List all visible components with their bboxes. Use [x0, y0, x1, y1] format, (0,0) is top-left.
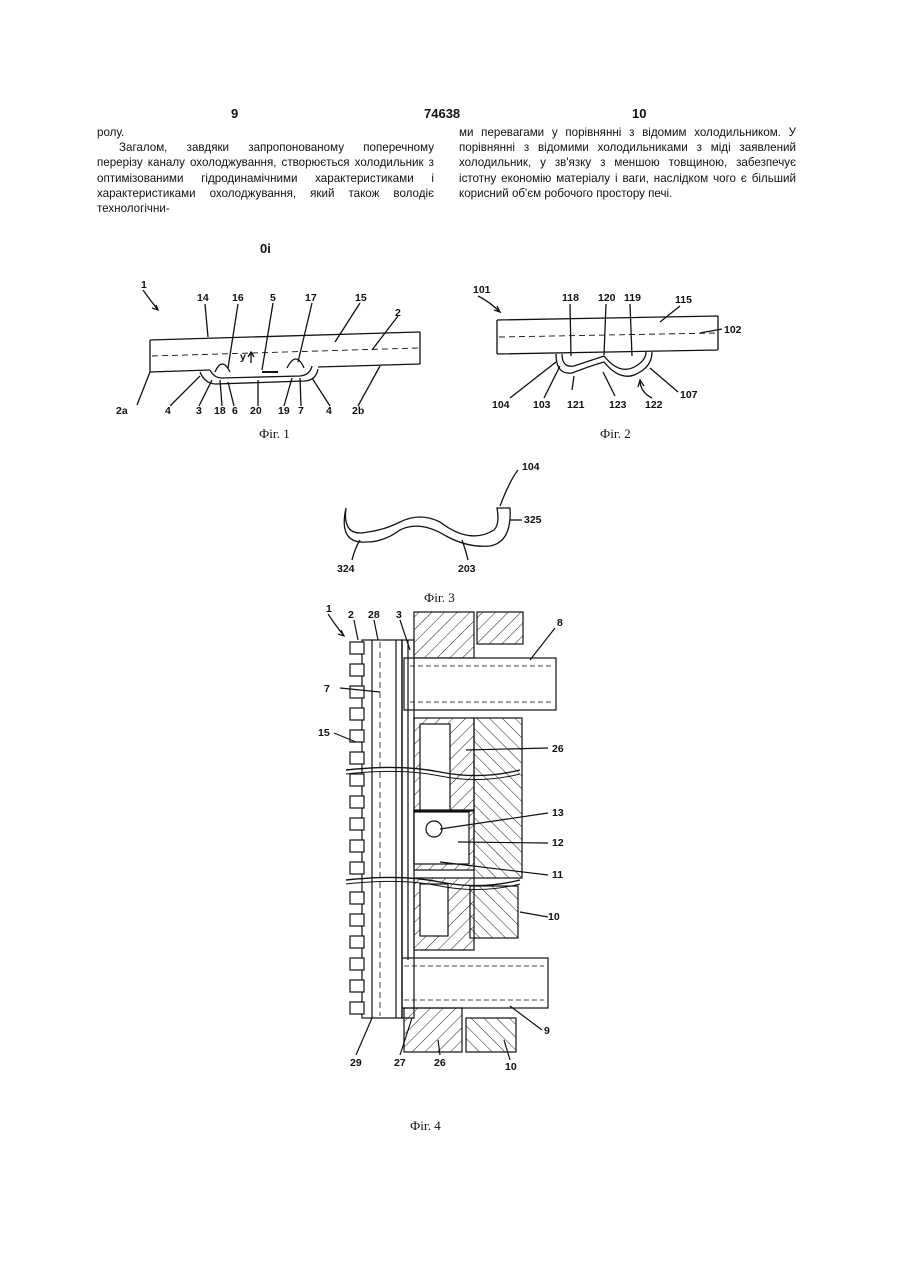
- reference-label: 15: [318, 727, 330, 739]
- reference-label: 4: [165, 405, 171, 417]
- reference-label: y: [240, 351, 246, 363]
- reference-label: 16: [232, 292, 244, 304]
- reference-label: 29: [350, 1057, 362, 1069]
- page-number-right: 10: [632, 106, 646, 121]
- reference-label: 18: [214, 405, 226, 417]
- text-column-right: ми перевагами у порівнянні з відомим хол…: [459, 125, 796, 201]
- reference-label: 15: [355, 292, 367, 304]
- reference-label: 2b: [352, 405, 364, 417]
- reference-label: 121: [567, 399, 585, 411]
- figure-2-caption: Фіг. 2: [600, 426, 631, 442]
- reference-label: 19: [278, 405, 290, 417]
- figure-4-caption: Фіг. 4: [410, 1118, 441, 1134]
- reference-label: 11: [552, 869, 563, 881]
- reference-label: 3: [396, 609, 402, 621]
- reference-label: 14: [197, 292, 209, 304]
- reference-label: 122: [645, 399, 663, 411]
- reference-label: 28: [368, 609, 380, 621]
- reference-label: 5: [270, 292, 276, 304]
- reference-label: 7: [298, 405, 304, 417]
- figure-3-caption: Фіг. 3: [424, 590, 455, 606]
- reference-label: 120: [598, 292, 616, 304]
- reference-label: 203: [458, 563, 476, 575]
- reference-label: 2a: [116, 405, 128, 417]
- reference-label: 13: [552, 807, 564, 819]
- paragraph: ми перевагами у порівнянні з відомим хол…: [459, 125, 796, 201]
- reference-label: 102: [724, 324, 742, 336]
- page-number-left: 9: [231, 106, 238, 121]
- paragraph: Загалом, завдяки запропонованому попереч…: [97, 140, 434, 216]
- reference-label: 103: [533, 399, 551, 411]
- reference-label: 1: [326, 603, 332, 615]
- reference-label: 324: [337, 563, 355, 575]
- reference-label: 104: [522, 461, 540, 473]
- reference-label: 12: [552, 837, 564, 849]
- reference-label: 104: [492, 399, 510, 411]
- reference-label: 10: [505, 1061, 517, 1073]
- patent-number: 74638: [424, 106, 460, 121]
- reference-label: 4: [326, 405, 332, 417]
- reference-label: 10: [548, 911, 560, 923]
- reference-label: 17: [305, 292, 317, 304]
- reference-label: 325: [524, 514, 542, 526]
- reference-label: 9: [544, 1025, 550, 1037]
- reference-label: 7: [324, 683, 330, 695]
- reference-label: 115: [675, 294, 692, 306]
- reference-label: 8: [557, 617, 563, 629]
- reference-label: 26: [552, 743, 564, 755]
- paragraph: ролу.: [97, 125, 434, 140]
- text-column-left: ролу. Загалом, завдяки запропонованому п…: [97, 125, 434, 216]
- reference-label: 101: [473, 284, 491, 296]
- reference-label: 27: [394, 1057, 406, 1069]
- reference-label: 119: [624, 292, 641, 304]
- figure-1-caption: Фіг. 1: [259, 426, 290, 442]
- reference-label: 107: [680, 389, 698, 401]
- reference-label: 6: [232, 405, 238, 417]
- reference-label: 3: [196, 405, 202, 417]
- reference-label: 26: [434, 1057, 446, 1069]
- reference-label: 2: [348, 609, 354, 621]
- reference-label: 20: [250, 405, 262, 417]
- reference-label: 123: [609, 399, 627, 411]
- reference-label: 1: [141, 279, 147, 291]
- reference-label: 2: [395, 307, 401, 319]
- reference-label: 118: [562, 292, 579, 304]
- stray-mark: 0i: [260, 241, 271, 256]
